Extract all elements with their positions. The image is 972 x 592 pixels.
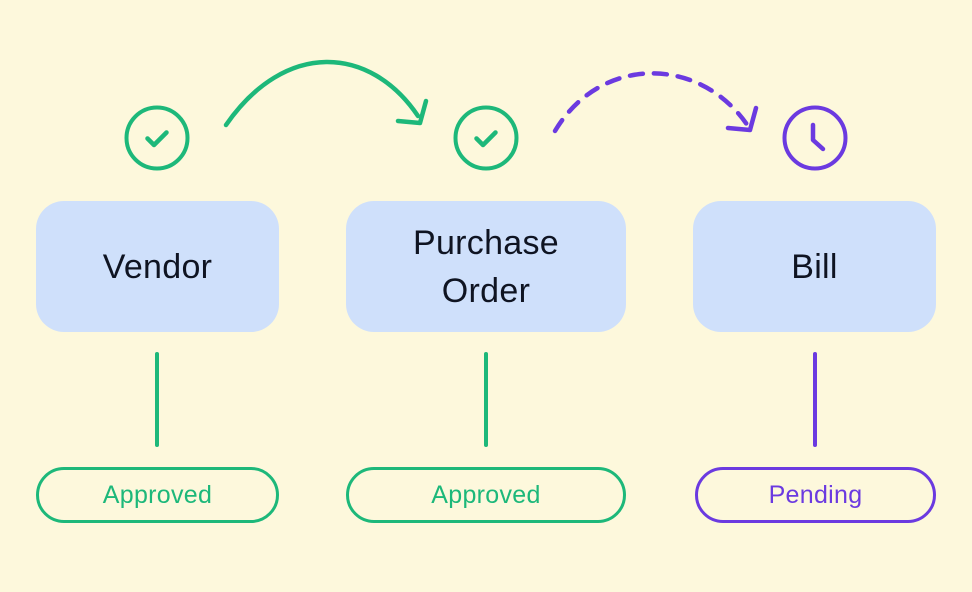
- status-label: Approved: [102, 480, 213, 509]
- connector-line: [484, 352, 488, 447]
- step-label: Bill: [791, 247, 838, 286]
- step-label-line-1: Purchase: [412, 223, 560, 262]
- connector-line: [155, 352, 159, 447]
- step-label-line-2: Order: [441, 271, 531, 310]
- status-label: Approved: [431, 480, 541, 509]
- status-badge-purchase-order: Approved: [346, 467, 626, 523]
- connector-line: [813, 352, 817, 447]
- status-badge-vendor: Approved: [36, 467, 279, 523]
- arrow-po-to-bill: [552, 71, 759, 134]
- step-label: Vendor: [102, 247, 213, 286]
- check-circle-icon: [124, 105, 190, 171]
- status-label: Pending: [768, 480, 863, 509]
- step-node-bill: Bill: [693, 201, 936, 332]
- step-node-vendor: Vendor: [36, 201, 279, 332]
- check-circle-icon: [453, 105, 519, 171]
- arrow-vendor-to-po: [223, 59, 429, 128]
- step-node-purchase-order: Purchase Order: [346, 201, 626, 332]
- clock-icon: [782, 105, 848, 171]
- status-badge-bill: Pending: [695, 467, 936, 523]
